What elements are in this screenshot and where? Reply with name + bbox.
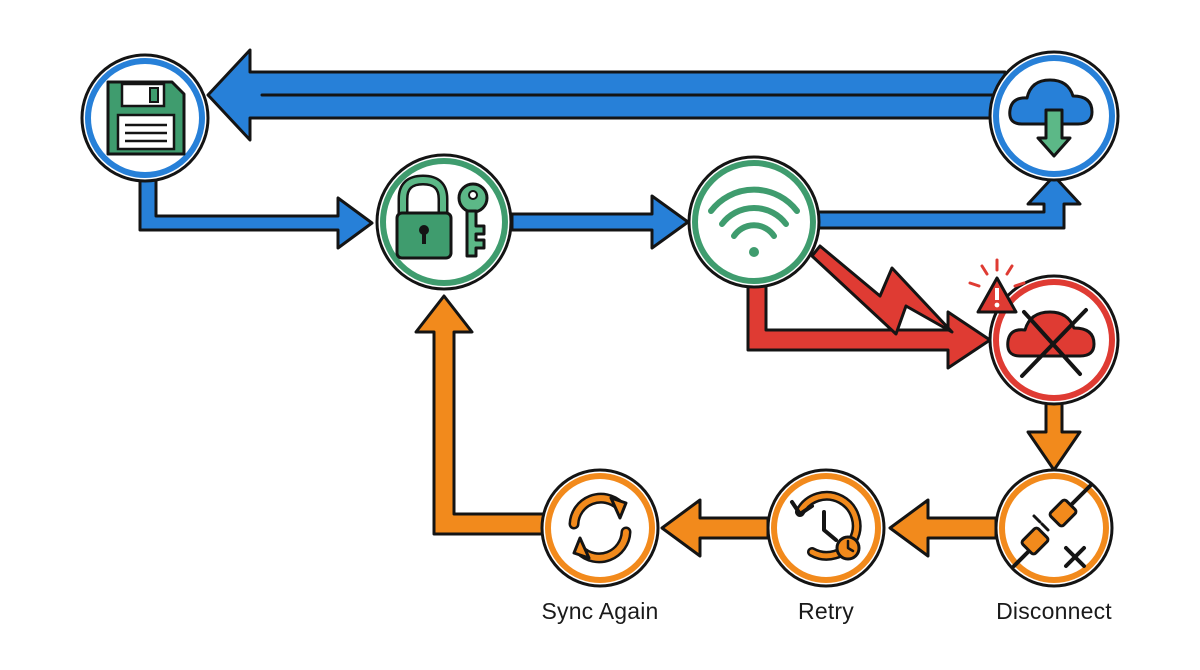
flow-sync-to-secure xyxy=(414,294,548,536)
lock-and-key-icon xyxy=(395,174,489,260)
cloud-error-icon xyxy=(1006,308,1096,378)
flow-save-to-secure xyxy=(138,168,374,250)
flow-secure-to-network xyxy=(510,194,690,250)
node-network xyxy=(687,155,821,289)
node-retry xyxy=(766,468,886,588)
history-clock-icon xyxy=(790,490,862,561)
cloud-download-icon xyxy=(1008,78,1094,158)
warning-icon xyxy=(968,258,1026,314)
flow-error-to-disconnect xyxy=(1026,400,1082,472)
node-error xyxy=(968,258,1120,406)
flow-cloud-to-save xyxy=(206,48,1007,142)
node-disconnect xyxy=(994,468,1114,588)
label-sync-again: Sync Again xyxy=(541,598,659,624)
node-save xyxy=(80,53,210,183)
wifi-icon xyxy=(708,186,800,257)
flow-retry-to-sync xyxy=(660,498,770,558)
flow-network-to-error xyxy=(746,280,992,370)
unplugged-icon xyxy=(1012,484,1092,568)
node-sync xyxy=(540,468,660,588)
lightning-bolt-icon xyxy=(810,244,954,336)
node-secure xyxy=(375,153,513,291)
flow-disconnect-to-retry xyxy=(888,498,998,558)
node-cloud xyxy=(988,50,1120,182)
label-retry: Retry xyxy=(798,598,854,624)
label-disconnect: Disconnect xyxy=(996,598,1112,624)
floppy-disk-icon xyxy=(106,80,186,156)
sync-arrows-icon xyxy=(568,492,632,564)
flow-network-to-cloud xyxy=(816,174,1082,230)
